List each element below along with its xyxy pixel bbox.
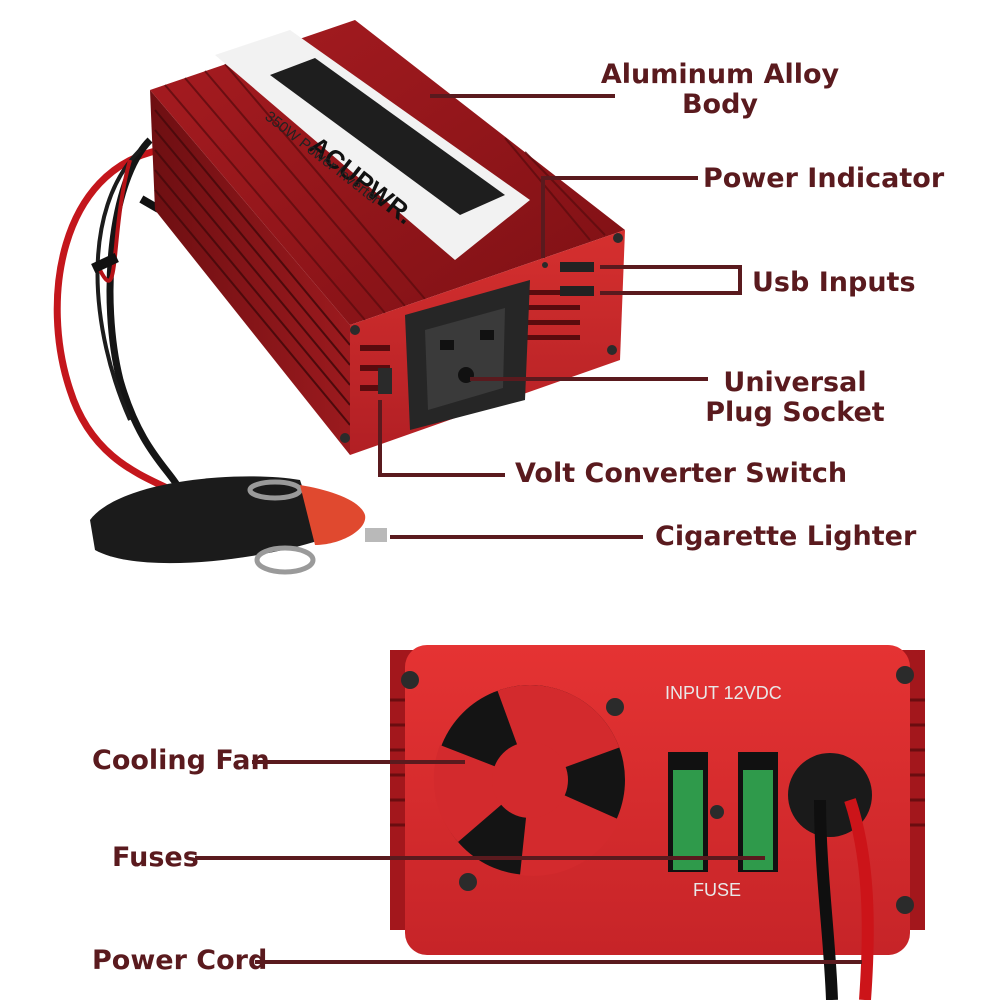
input-print: INPUT 12VDC [665,683,782,703]
label-fuses: Fuses [112,842,199,873]
fuse [743,770,773,870]
power-indicator-led [542,262,548,268]
label-power-cord: Power Cord [92,945,268,976]
label-power-indicator: Power Indicator [703,163,945,194]
label-aluminum-alloy-body: Aluminum Alloy Body [600,59,840,120]
fuse [673,770,703,870]
label-cigarette-lighter: Cigarette Lighter [655,521,917,552]
plug-red-tip [300,485,366,545]
label-universal-plug-socket: Universal Plug Socket [705,367,885,428]
fuse-print: FUSE [693,880,742,900]
usb-port [560,262,594,272]
label-usb-inputs: Usb Inputs [752,267,916,298]
label-volt-converter-switch: Volt Converter Switch [515,458,848,489]
inverter-top-view [53,20,625,575]
inverter-back-view [390,645,925,1000]
leader-usb [600,265,742,295]
leader-lines [195,94,862,964]
label-cooling-fan: Cooling Fan [92,745,270,776]
leader-power-indicator [541,176,698,258]
cable-red [53,146,192,503]
leader-volt [378,400,505,477]
usb-port [560,286,594,296]
power-cord-black [814,799,838,1000]
power-cord-red [844,798,874,1000]
volt-switch [378,368,392,394]
